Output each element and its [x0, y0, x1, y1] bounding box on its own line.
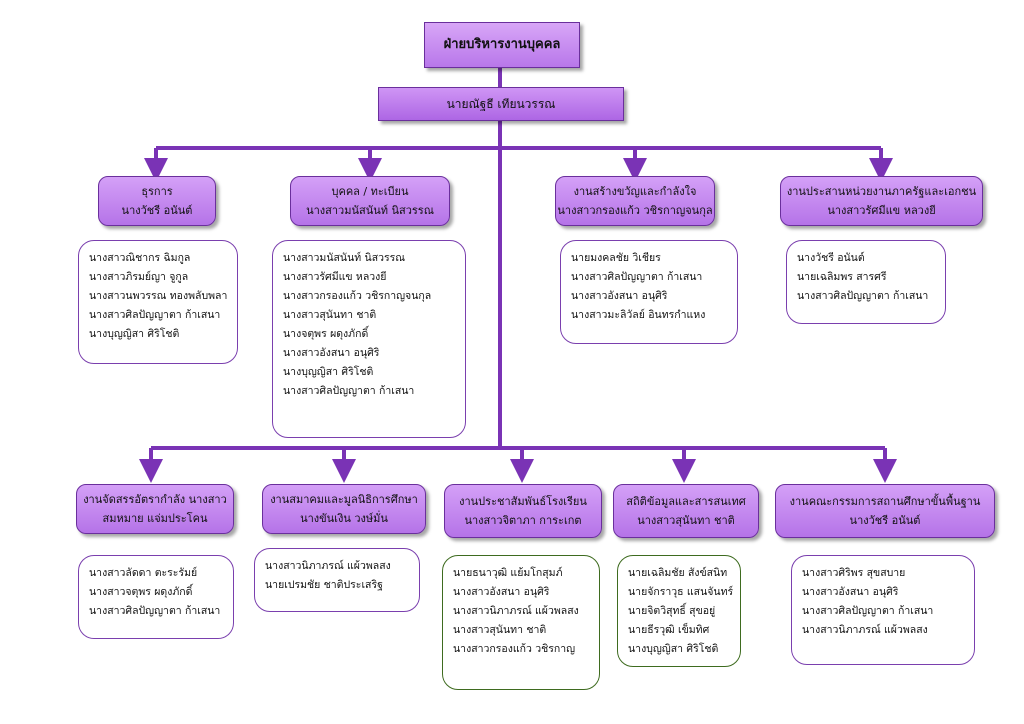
members-list-top-2: นางสาวมนัสนันท์ นิสวรรณ นางสาวรัศมีแข หล…	[272, 240, 466, 438]
unit-bottom-2: งานสมาคมและมูลนิธิการศึกษา นางขันเงิน วง…	[262, 484, 426, 534]
member-name: นางสาวนิภาภรณ์ แผ้วพลสง	[802, 624, 928, 636]
member-name: นางบุญญิสา ศิริโชติ	[283, 366, 374, 378]
unit-title: บุคคล / ทะเบียน	[331, 185, 409, 198]
unit-top-1: ธุรการ นางวัชรี อนันต์	[98, 176, 216, 226]
member-name: นางสาวนิภาภรณ์ แผ้วพลสง	[453, 605, 579, 617]
unit-leader: นางขันเงิน วงษ์มั่น	[300, 512, 388, 525]
members-list-bottom-3: นายธนาวุฒิ แย้มโกสุมภ์ นางสาวอังสนา อนุศ…	[442, 555, 600, 690]
member-name: นางสาวมนัสนันท์ นิสวรรณ	[283, 252, 406, 264]
member-name: นางสาวมะลิวัลย์ อินทรกำแหง	[571, 309, 706, 321]
member-name: นางวัชรี อนันต์	[797, 252, 865, 264]
member-name: นายเปรมชัย ชาติประเสริฐ	[265, 579, 383, 591]
unit-title: สถิติข้อมูลและสารสนเทศ	[626, 495, 746, 508]
member-name: นางสาวศิริพร สุขสบาย	[802, 567, 906, 579]
member-name: นางสาวอังสนา อนุศิริ	[802, 586, 899, 598]
unit-leader: นางสาวจิตาภา การะเกต	[464, 514, 582, 527]
department-head: นายณัฐธี เทียนวรรณ	[446, 97, 556, 111]
unit-bottom-5: งานคณะกรรมการสถานศึกษาขั้นพื้นฐาน นางวัช…	[775, 484, 995, 538]
department-title: ฝ่ายบริหารงานบุคคล	[443, 37, 561, 52]
unit-title: งานคณะกรรมการสถานศึกษาขั้นพื้นฐาน	[789, 495, 981, 508]
member-name: นางสาวศิลปัญญาตา ก้าเสนา	[283, 385, 415, 397]
department-head-box: นายณัฐธี เทียนวรรณ	[378, 87, 624, 121]
unit-top-3: งานสร้างขวัญและกำลังใจ นางสาวกรองแก้ว วช…	[555, 176, 715, 226]
unit-top-2: บุคคล / ทะเบียน นางสาวมนัสนันท์ นิสวรรณ	[290, 176, 450, 226]
members-list-top-1: นางสาวณิชากร ฉิมกูล นางสาวภิรมย์ญา จูกูล…	[78, 240, 238, 364]
members-list-top-4: นางวัชรี อนันต์ นายเฉลิมพร สารศรี นางสาว…	[786, 240, 946, 324]
unit-leader: นางวัชรี อนันต์	[121, 204, 193, 217]
unit-leader: นางสาวมนัสนันท์ นิสวรรณ	[306, 204, 434, 217]
member-name: นางสาวกรองแก้ว วชิรกาญจนกุล	[283, 290, 432, 302]
member-name: นายมงคลชัย วิเชียร	[571, 252, 661, 264]
member-name: นางสาวจตุพร ผดุงภักดิ์	[89, 586, 193, 598]
unit-top-4: งานประสานหน่วยงานภาครัฐและเอกชน นางสาวรั…	[780, 176, 983, 226]
unit-leader: สมหมาย แจ่มประโคน	[102, 512, 208, 525]
member-name: นายธนาวุฒิ แย้มโกสุมภ์	[453, 567, 563, 579]
unit-bottom-4: สถิติข้อมูลและสารสนเทศ นางสาวสุนันทา ชาต…	[613, 484, 759, 538]
unit-title: งานจัดสรรอัตรากำลัง นางสาว	[83, 493, 227, 506]
unit-bottom-3: งานประชาสัมพันธ์โรงเรียน นางสาวจิตาภา กา…	[444, 484, 602, 538]
member-name: นางสาวศิลปัญญาตา ก้าเสนา	[89, 309, 221, 321]
member-name: นางสาวอังสนา อนุศิริ	[283, 347, 380, 359]
member-name: นางสาวศิลปัญญาตา ก้าเสนา	[797, 290, 929, 302]
member-name: นางสาวกรองแก้ว วชิรกาญ	[453, 643, 576, 655]
member-name: นางสาวอังสนา อนุศิริ	[453, 586, 550, 598]
member-name: นางสาวอังสนา อนุศิริ	[571, 290, 668, 302]
unit-leader: นางสาวรัศมีแข หลวงยี	[827, 204, 936, 217]
unit-title: ธุรการ	[141, 185, 173, 198]
member-name: นางสาวณิชากร ฉิมกูล	[89, 252, 191, 264]
member-name: นางสาวสุนันทา ชาติ	[453, 624, 547, 636]
member-name: นางจตุพร ผดุงภักดิ์	[283, 328, 369, 340]
unit-title: งานประชาสัมพันธ์โรงเรียน	[459, 495, 587, 508]
unit-bottom-1: งานจัดสรรอัตรากำลัง นางสาว สมหมาย แจ่มปร…	[76, 484, 234, 534]
member-name: นางสาวศิลปัญญาตา ก้าเสนา	[571, 271, 703, 283]
member-name: นางสาวนิภาภรณ์ แผ้วพลสง	[265, 560, 391, 572]
unit-leader: นางวัชรี อนันต์	[849, 514, 921, 527]
member-name: นางบุญญิสา ศิริโชติ	[89, 328, 180, 340]
unit-title: งานสร้างขวัญและกำลังใจ	[573, 185, 697, 198]
member-name: นางสาวศิลปัญญาตา ก้าเสนา	[89, 605, 221, 617]
members-list-top-3: นายมงคลชัย วิเชียร นางสาวศิลปัญญาตา ก้าเ…	[560, 240, 738, 344]
member-name: นางสาวนพวรรณ ทองพลับพลา	[89, 290, 228, 302]
member-name: นางสาวภิรมย์ญา จูกูล	[89, 271, 189, 283]
unit-leader: นางสาวสุนันทา ชาติ	[637, 514, 735, 527]
department-title-box: ฝ่ายบริหารงานบุคคล	[424, 22, 580, 68]
members-list-bottom-2: นางสาวนิภาภรณ์ แผ้วพลสง นายเปรมชัย ชาติป…	[254, 548, 420, 612]
member-name: นางสาวลัดดา ตะระรัมย์	[89, 567, 198, 579]
member-name: นายเฉลิมชัย สังข์สนิท	[628, 567, 728, 579]
member-name: นายจิตวิสุทธิ์ สุขอยู่	[628, 605, 716, 617]
member-name: นายจักราวุธ แสนจันทร์	[628, 586, 734, 598]
unit-leader: นางสาวกรองแก้ว วชิรกาญจนกุล	[557, 204, 713, 217]
member-name: นางบุญญิสา ศิริโชติ	[628, 643, 719, 655]
member-name: นายเฉลิมพร สารศรี	[797, 271, 887, 283]
unit-title: งานประสานหน่วยงานภาครัฐและเอกชน	[786, 185, 977, 198]
members-list-bottom-4: นายเฉลิมชัย สังข์สนิท นายจักราวุธ แสนจัน…	[617, 555, 741, 667]
member-name: นางสาวศิลปัญญาตา ก้าเสนา	[802, 605, 934, 617]
member-name: นางสาวสุนันทา ชาติ	[283, 309, 377, 321]
member-name: นายธีรวุฒิ เข็มทิศ	[628, 624, 710, 636]
unit-title: งานสมาคมและมูลนิธิการศึกษา	[270, 493, 418, 506]
members-list-bottom-1: นางสาวลัดดา ตะระรัมย์ นางสาวจตุพร ผดุงภั…	[78, 555, 234, 639]
member-name: นางสาวรัศมีแข หลวงยี	[283, 271, 387, 283]
members-list-bottom-5: นางสาวศิริพร สุขสบาย นางสาวอังสนา อนุศิร…	[791, 555, 975, 665]
